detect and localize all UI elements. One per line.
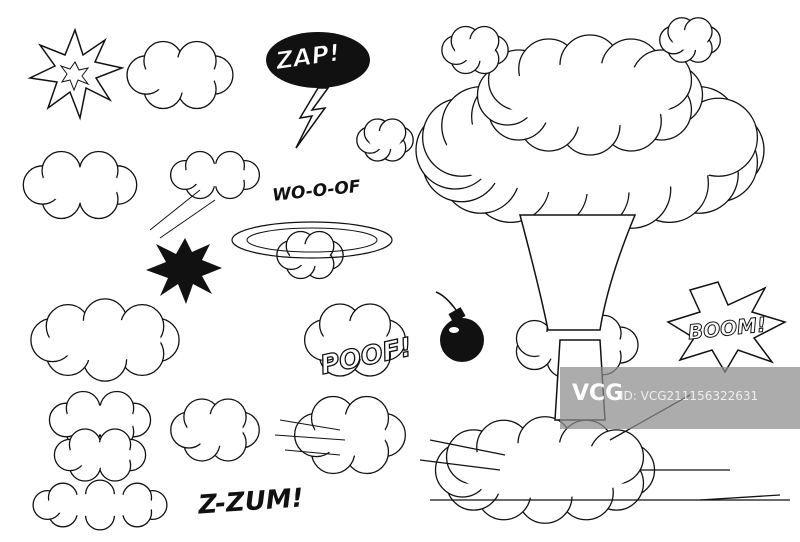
black-starburst (146, 238, 222, 304)
cloud-body (457, 442, 633, 498)
cloud-body (290, 243, 330, 267)
watermark-band: VCG ID: VCG211156322631 (560, 367, 800, 429)
bomb-fuse (435, 291, 457, 311)
speed-lines (149, 189, 346, 456)
cloud-body (64, 405, 136, 435)
cloud-body (502, 63, 678, 127)
woof-label: WO-O-OF (271, 177, 361, 206)
zzum-label: Z-ZUM! (196, 483, 304, 520)
starburst-outline (27, 27, 125, 121)
watermark-id: ID: VCG211156322631 (620, 389, 759, 403)
cloud-body (455, 38, 495, 62)
cloud-body (323, 320, 387, 360)
bomb-highlight (449, 327, 459, 333)
cloud-body (314, 414, 386, 456)
cloud-body (40, 167, 120, 203)
cloud-body (44, 493, 156, 517)
cloud-body (672, 29, 708, 51)
mushroom-stem (519, 214, 637, 331)
cloud-puffs (22, 17, 765, 531)
zap-cloud (266, 32, 370, 88)
starburst-inner (59, 61, 90, 92)
cloud-body (144, 57, 216, 93)
cloud-body (49, 319, 161, 361)
watermark-logo: VCG (572, 381, 624, 406)
boom-burst (666, 281, 787, 374)
lightning-bolt-icon (295, 87, 330, 149)
cloud-body (187, 414, 243, 446)
cloud-body (183, 163, 247, 187)
orbit-ring-inner (246, 227, 378, 253)
cloud-body (369, 130, 401, 150)
bomb-icon (440, 318, 484, 362)
cloud-body (68, 442, 132, 468)
orbit-ring (231, 221, 393, 259)
bomb-cap (448, 307, 466, 323)
